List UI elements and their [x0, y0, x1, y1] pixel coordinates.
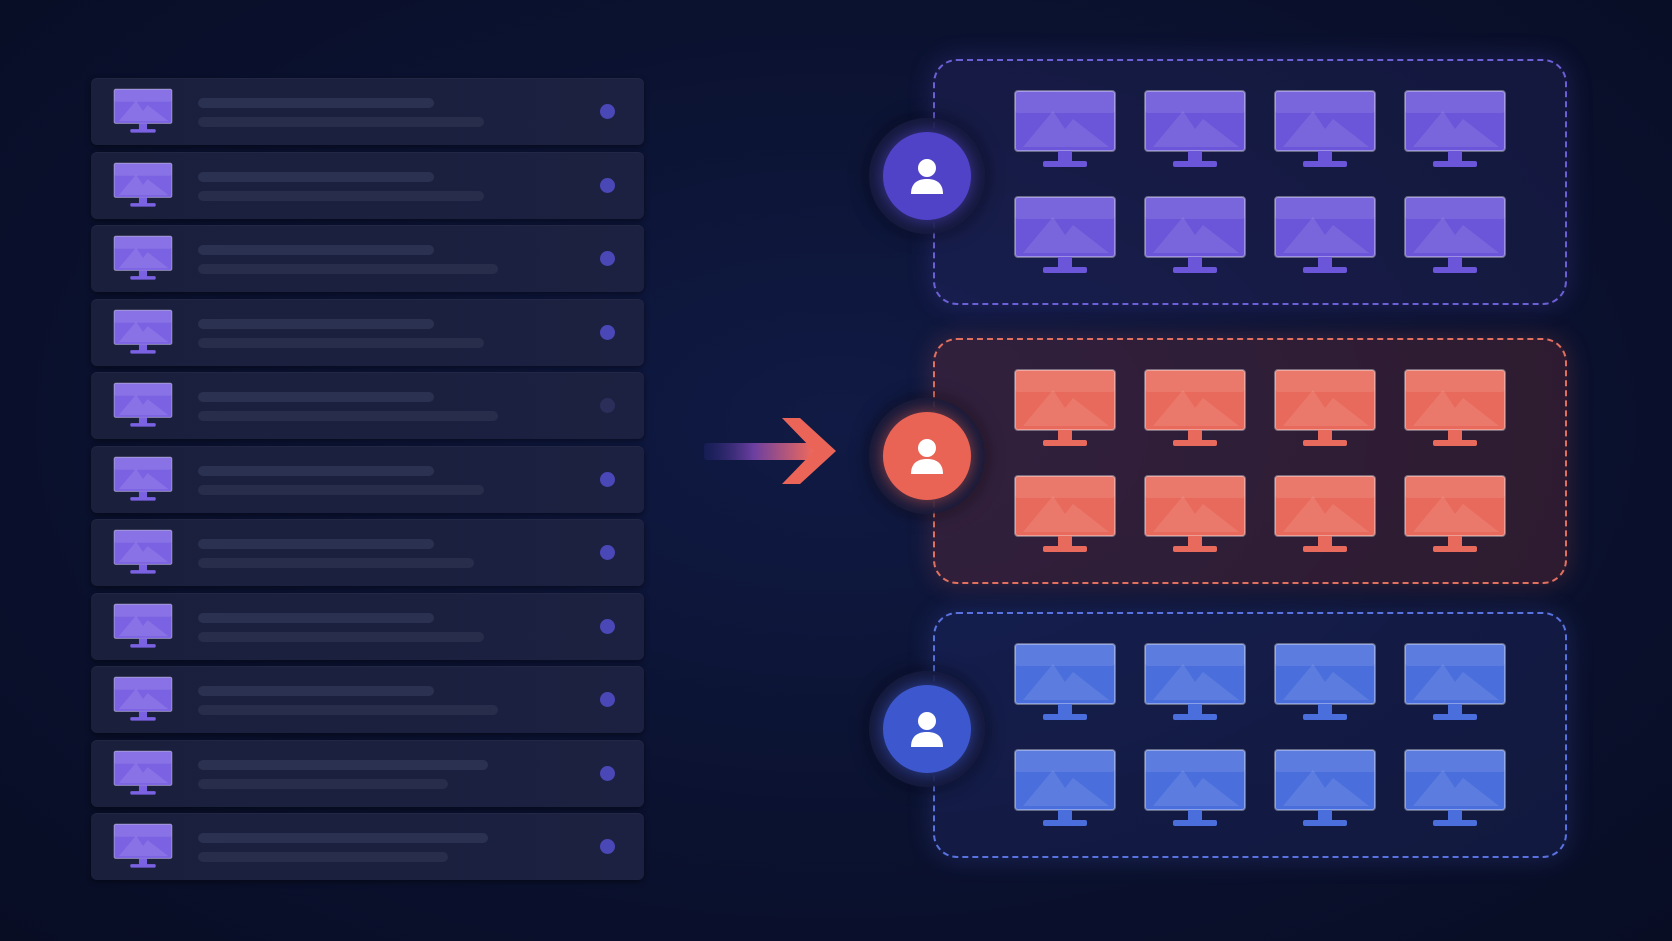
placeholder-line	[198, 465, 434, 476]
user-avatar-purple[interactable]	[883, 132, 971, 220]
list-item[interactable]	[91, 739, 644, 807]
placeholder-line	[198, 392, 434, 402]
placeholder-line	[198, 686, 434, 696]
placeholder-line	[198, 705, 498, 715]
monitor-icon	[113, 309, 173, 357]
monitor-icon	[1013, 195, 1117, 279]
list-item[interactable]	[91, 592, 644, 660]
placeholder-line	[198, 759, 488, 770]
placeholder-line	[198, 631, 484, 642]
placeholder-line	[198, 171, 434, 182]
monitor-icon	[113, 456, 173, 504]
monitor-icon	[113, 603, 173, 651]
group-purple	[933, 59, 1567, 305]
monitor-icon	[113, 750, 173, 798]
placeholder-line	[198, 245, 434, 255]
placeholder-line	[198, 264, 498, 274]
monitor-grid	[1013, 642, 1533, 832]
monitor-icon	[113, 88, 173, 136]
monitor-icon	[113, 235, 173, 283]
status-dot	[600, 324, 615, 340]
monitor-icon	[1013, 89, 1117, 173]
monitor-icon	[1013, 474, 1117, 558]
monitor-icon	[1403, 474, 1507, 558]
monitor-icon	[1013, 748, 1117, 832]
list-item[interactable]	[91, 519, 644, 586]
status-dot	[600, 471, 615, 487]
monitor-icon	[1143, 89, 1247, 173]
monitor-icon	[113, 162, 173, 210]
status-dot	[600, 839, 615, 854]
device-list	[91, 78, 644, 887]
user-icon	[911, 159, 943, 194]
monitor-icon	[1143, 474, 1247, 558]
monitor-icon	[1143, 195, 1247, 279]
arrow-right-icon	[704, 418, 836, 484]
list-item[interactable]	[91, 666, 644, 733]
monitor-icon	[1273, 368, 1377, 452]
monitor-icon	[1013, 368, 1117, 452]
status-dot	[600, 398, 615, 413]
user-icon	[911, 712, 943, 747]
status-dot	[600, 692, 615, 707]
monitor-icon	[1273, 89, 1377, 173]
user-avatar-coral[interactable]	[883, 412, 971, 500]
placeholder-line	[198, 117, 484, 127]
monitor-icon	[1273, 642, 1377, 726]
placeholder-line	[198, 612, 434, 623]
status-dot	[600, 765, 615, 781]
placeholder-line	[198, 558, 474, 568]
status-dot	[600, 618, 615, 634]
list-item[interactable]	[91, 151, 644, 219]
placeholder-line	[198, 318, 434, 329]
monitor-icon	[113, 676, 173, 724]
placeholder-line	[198, 190, 484, 201]
monitor-icon	[1143, 368, 1247, 452]
placeholder-line	[198, 852, 448, 862]
monitor-icon	[1403, 368, 1507, 452]
monitor-icon	[1403, 642, 1507, 726]
monitor-icon	[1403, 89, 1507, 173]
monitor-grid	[1013, 89, 1533, 279]
list-item[interactable]	[91, 78, 644, 145]
placeholder-line	[198, 411, 498, 421]
placeholder-line	[198, 778, 448, 789]
list-item[interactable]	[91, 225, 644, 292]
list-item[interactable]	[91, 445, 644, 513]
user-avatar-blue[interactable]	[883, 685, 971, 773]
status-dot	[600, 177, 615, 193]
monitor-icon	[1143, 642, 1247, 726]
placeholder-line	[198, 337, 484, 348]
status-dot	[600, 104, 615, 119]
list-item[interactable]	[91, 372, 644, 439]
monitor-icon	[113, 823, 173, 871]
monitor-icon	[1403, 748, 1507, 832]
placeholder-line	[198, 539, 434, 549]
monitor-icon	[1143, 748, 1247, 832]
monitor-icon	[1273, 195, 1377, 279]
list-item[interactable]	[91, 298, 644, 366]
group-blue	[933, 612, 1567, 858]
monitor-icon	[1013, 642, 1117, 726]
placeholder-line	[198, 484, 484, 495]
monitor-icon	[1403, 195, 1507, 279]
monitor-icon	[1273, 474, 1377, 558]
group-coral	[933, 338, 1567, 584]
status-dot	[600, 251, 615, 266]
placeholder-line	[198, 98, 434, 108]
monitor-icon	[113, 529, 173, 577]
monitor-icon	[113, 382, 173, 430]
status-dot	[600, 545, 615, 560]
monitor-icon	[1273, 748, 1377, 832]
user-icon	[911, 439, 943, 474]
list-item[interactable]	[91, 813, 644, 880]
placeholder-line	[198, 833, 488, 843]
monitor-grid	[1013, 368, 1533, 558]
